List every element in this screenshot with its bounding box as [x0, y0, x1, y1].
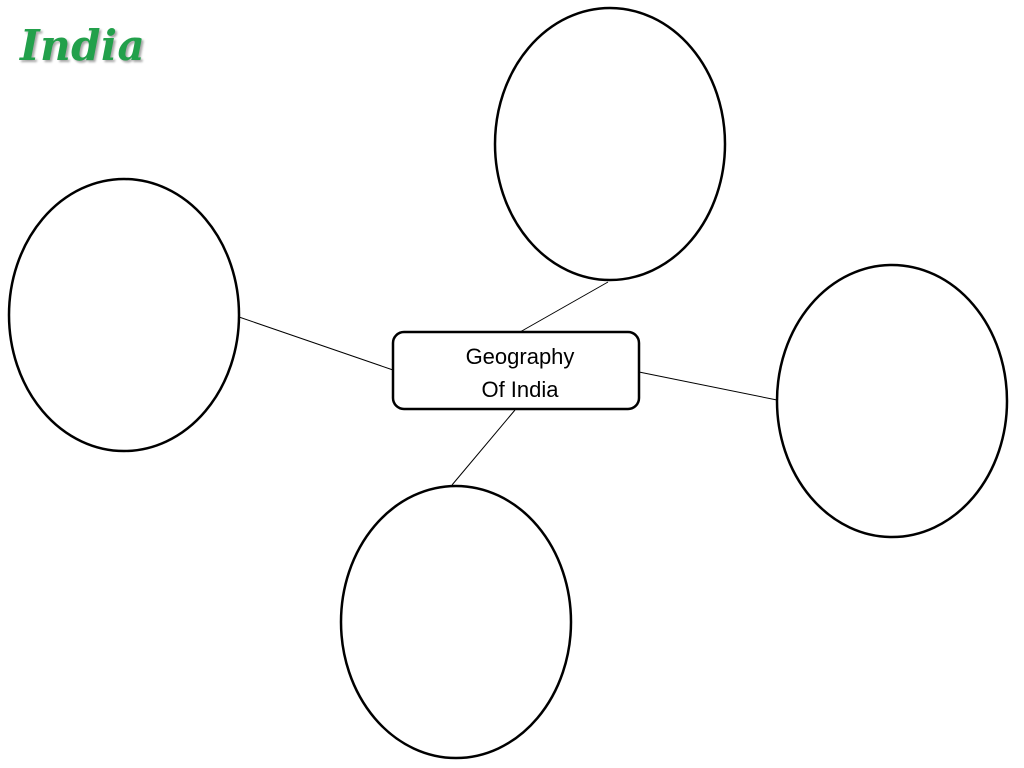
connector-top	[519, 281, 609, 333]
center-topic-line-1: Geography	[466, 344, 575, 369]
page-title: India	[20, 21, 146, 70]
center-topic[interactable]: Geography Of India	[391, 330, 641, 411]
bubble-top[interactable]	[493, 6, 727, 282]
center-topic-line-2: Of India	[481, 377, 559, 402]
connector-left	[238, 316, 394, 371]
connector-right	[638, 371, 778, 401]
bubble-left[interactable]	[7, 177, 241, 453]
connector-bottom	[451, 409, 516, 486]
bubble-right[interactable]	[775, 263, 1009, 539]
bubble-bottom[interactable]	[339, 484, 573, 760]
center-topic-box	[391, 330, 641, 411]
